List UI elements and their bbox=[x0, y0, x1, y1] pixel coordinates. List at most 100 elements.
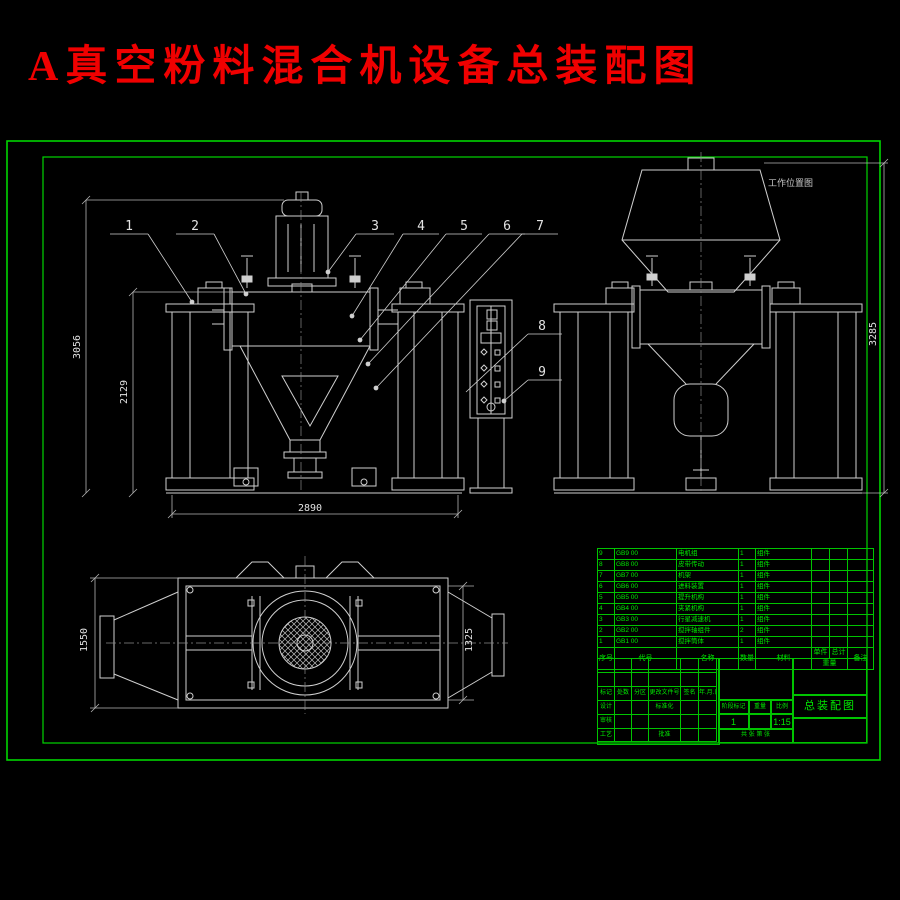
titleblock-cell: 设计 bbox=[598, 701, 615, 715]
parts-cell-material: 组件 bbox=[755, 603, 812, 615]
parts-cell-code: GB8 00 bbox=[614, 559, 677, 571]
callout-2: 2 bbox=[191, 219, 199, 234]
parts-cell-w_total bbox=[829, 625, 848, 637]
stage-mark-value: 1 bbox=[718, 714, 749, 729]
parts-cell-name: 行星减速机 bbox=[676, 614, 739, 626]
callout-5: 5 bbox=[460, 219, 468, 234]
parts-cell-w_total bbox=[829, 636, 848, 648]
callout-4: 4 bbox=[417, 219, 425, 234]
parts-cell-code: GB5 00 bbox=[614, 592, 677, 604]
parts-cell-material: 组件 bbox=[755, 581, 812, 593]
titleblock-cell: 标准化 bbox=[649, 701, 681, 715]
titleblock-cell: 标记 bbox=[598, 687, 615, 701]
parts-cell-code: GB6 00 bbox=[614, 581, 677, 593]
plan-view bbox=[99, 556, 508, 714]
titleblock-cell bbox=[632, 729, 649, 742]
titleblock-cell bbox=[615, 659, 632, 673]
dim-plan-left: 1550 bbox=[79, 628, 90, 652]
parts-cell-qty: 2 bbox=[738, 625, 756, 637]
parts-cell-material: 组件 bbox=[755, 592, 812, 604]
sheet-note: 共 张 第 张 bbox=[718, 729, 793, 743]
parts-cell-qty: 1 bbox=[738, 559, 756, 571]
titleblock-cell: 处数 bbox=[615, 687, 632, 701]
parts-cell-no: 6 bbox=[597, 581, 615, 593]
parts-cell-w_each bbox=[811, 548, 830, 560]
titleblock-cell bbox=[649, 715, 681, 729]
titleblock-cell bbox=[681, 701, 699, 715]
callout-7: 7 bbox=[536, 219, 544, 234]
parts-cell-name: 进料装置 bbox=[676, 581, 739, 593]
parts-cell-qty: 1 bbox=[738, 592, 756, 604]
side-view bbox=[553, 152, 863, 494]
parts-cell-w_each bbox=[811, 636, 830, 648]
parts-cell-remark bbox=[847, 592, 874, 604]
titleblock-cell bbox=[681, 715, 699, 729]
header-weight: 重量 bbox=[811, 658, 848, 670]
parts-cell-qty: 1 bbox=[738, 548, 756, 560]
parts-cell-code: GB9 00 bbox=[614, 548, 677, 560]
parts-header-row: 序号 代号 名称 数量 材料 单件 总计 备注 bbox=[597, 647, 874, 670]
dim-front-axis-height: 2129 bbox=[119, 380, 130, 404]
titleblock-cell: 签名 bbox=[681, 687, 699, 701]
titleblock-cell bbox=[699, 673, 717, 687]
parts-cell-w_each bbox=[811, 581, 830, 593]
parts-cell-w_total bbox=[829, 570, 848, 582]
header-weight-total: 总计 bbox=[829, 647, 848, 659]
titleblock-cell bbox=[699, 659, 717, 673]
side-dimension bbox=[764, 158, 889, 498]
callout-6: 6 bbox=[503, 219, 511, 234]
titleblock-cell bbox=[615, 673, 632, 687]
dim-front-total-height: 3056 bbox=[72, 335, 83, 359]
parts-cell-no: 3 bbox=[597, 614, 615, 626]
titleblock-cell bbox=[615, 715, 632, 729]
parts-cell-remark bbox=[847, 603, 874, 615]
titleblock-cell bbox=[699, 715, 717, 729]
titleblock-cell bbox=[681, 729, 699, 742]
front-view bbox=[165, 191, 465, 494]
parts-cell-remark bbox=[847, 570, 874, 582]
parts-cell-remark bbox=[847, 625, 874, 637]
parts-cell-remark bbox=[847, 548, 874, 560]
parts-cell-name: 提升机构 bbox=[676, 592, 739, 604]
parts-cell-no: 9 bbox=[597, 548, 615, 560]
parts-cell-material: 组件 bbox=[755, 548, 812, 560]
callout-3: 3 bbox=[371, 219, 379, 234]
parts-cell-qty: 1 bbox=[738, 581, 756, 593]
parts-cell-qty: 1 bbox=[738, 614, 756, 626]
titleblock-cell bbox=[632, 659, 649, 673]
titleblock-cell bbox=[615, 729, 632, 742]
titleblock-cell bbox=[681, 673, 699, 687]
titleblock-cell: 年.月.日 bbox=[699, 687, 717, 701]
parts-cell-name: 机架 bbox=[676, 570, 739, 582]
parts-cell-w_total bbox=[829, 559, 848, 571]
titleblock-cell: 审核 bbox=[598, 715, 615, 729]
parts-cell-no: 1 bbox=[597, 636, 615, 648]
callout-leaders bbox=[110, 233, 562, 404]
callout-9: 9 bbox=[538, 365, 546, 380]
scale-header: 比例 bbox=[771, 700, 793, 714]
parts-cell-remark bbox=[847, 614, 874, 626]
parts-cell-name: 搅拌轴组件 bbox=[676, 625, 739, 637]
company-cell bbox=[793, 658, 867, 695]
parts-cell-code: GB2 00 bbox=[614, 625, 677, 637]
parts-cell-name: 夹紧机构 bbox=[676, 603, 739, 615]
dim-plan-right: 1325 bbox=[464, 628, 475, 652]
titleblock-cell bbox=[632, 701, 649, 715]
parts-cell-w_each bbox=[811, 570, 830, 582]
parts-cell-material: 组件 bbox=[755, 625, 812, 637]
parts-cell-code: GB3 00 bbox=[614, 614, 677, 626]
callout-8: 8 bbox=[538, 319, 546, 334]
stage-mark-header: 阶段标记 bbox=[718, 700, 749, 714]
titleblock-empty-cell bbox=[718, 658, 793, 700]
parts-header-row2: 重量 bbox=[598, 658, 874, 670]
parts-cell-qty: 1 bbox=[738, 570, 756, 582]
parts-cell-no: 4 bbox=[597, 603, 615, 615]
parts-cell-name: 电机组 bbox=[676, 548, 739, 560]
